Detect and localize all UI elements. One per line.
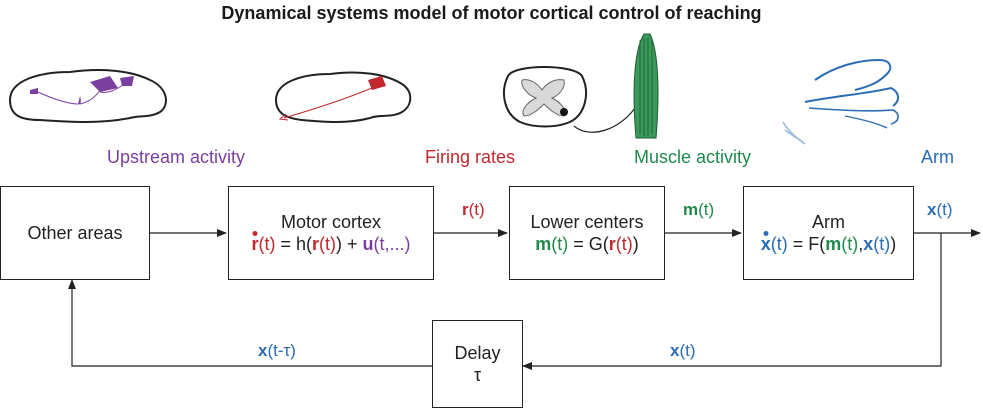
lower-centers-equation: m(t) = G(r(t)) — [535, 234, 639, 254]
stage-label-muscle: Muscle activity — [634, 147, 752, 167]
muscle-icon — [573, 33, 659, 139]
delay-box: Delay τ — [432, 320, 523, 408]
signal-label-r: r(t) — [462, 200, 485, 219]
stage-label-firing: Firing rates — [425, 147, 516, 167]
rat-brain-motor-cortex-icon — [274, 71, 412, 123]
delay-title: Delay — [454, 343, 501, 363]
other-areas-box: Other areas — [0, 186, 150, 280]
signal-label-x-feedback: x(t) — [670, 341, 696, 360]
motor-cortex-title: Motor cortex — [280, 212, 382, 232]
motor-cortex-equation: r(t) = h(r(t)) + u(t,...) — [251, 234, 411, 254]
lower-centers-box: Lower centers m(t) = G(r(t)) — [509, 186, 665, 280]
wire-delay-to-other — [68, 279, 432, 367]
arm-equation: x(t) = F(m(t),x(t)) — [760, 234, 897, 254]
other-areas-label: Other areas — [27, 223, 123, 243]
signal-label-m: m(t) — [683, 200, 715, 219]
arm-box: Arm x(t) = F(m(t),x(t)) — [743, 186, 914, 280]
stage-label-upstream: Upstream activity — [107, 147, 246, 167]
arm-reaching-icon — [782, 58, 899, 145]
motor-cortex-box: Motor cortex r(t) = h(r(t)) + u(t,...) — [228, 186, 434, 280]
delay-symbol: τ — [473, 365, 482, 385]
wire-feedback-to-delay — [522, 233, 942, 370]
signal-label-x-delayed: x(t-τ) — [258, 341, 296, 360]
arm-title: Arm — [812, 212, 845, 232]
rat-brain-upstream-icon — [8, 69, 167, 123]
spinal-cord-section-icon — [503, 66, 587, 128]
stage-label-arm: Arm — [921, 147, 954, 167]
lower-centers-title: Lower centers — [530, 212, 644, 232]
figure-title: Dynamical systems model of motor cortica… — [221, 3, 762, 23]
signal-label-x-output: x(t) — [927, 200, 953, 219]
